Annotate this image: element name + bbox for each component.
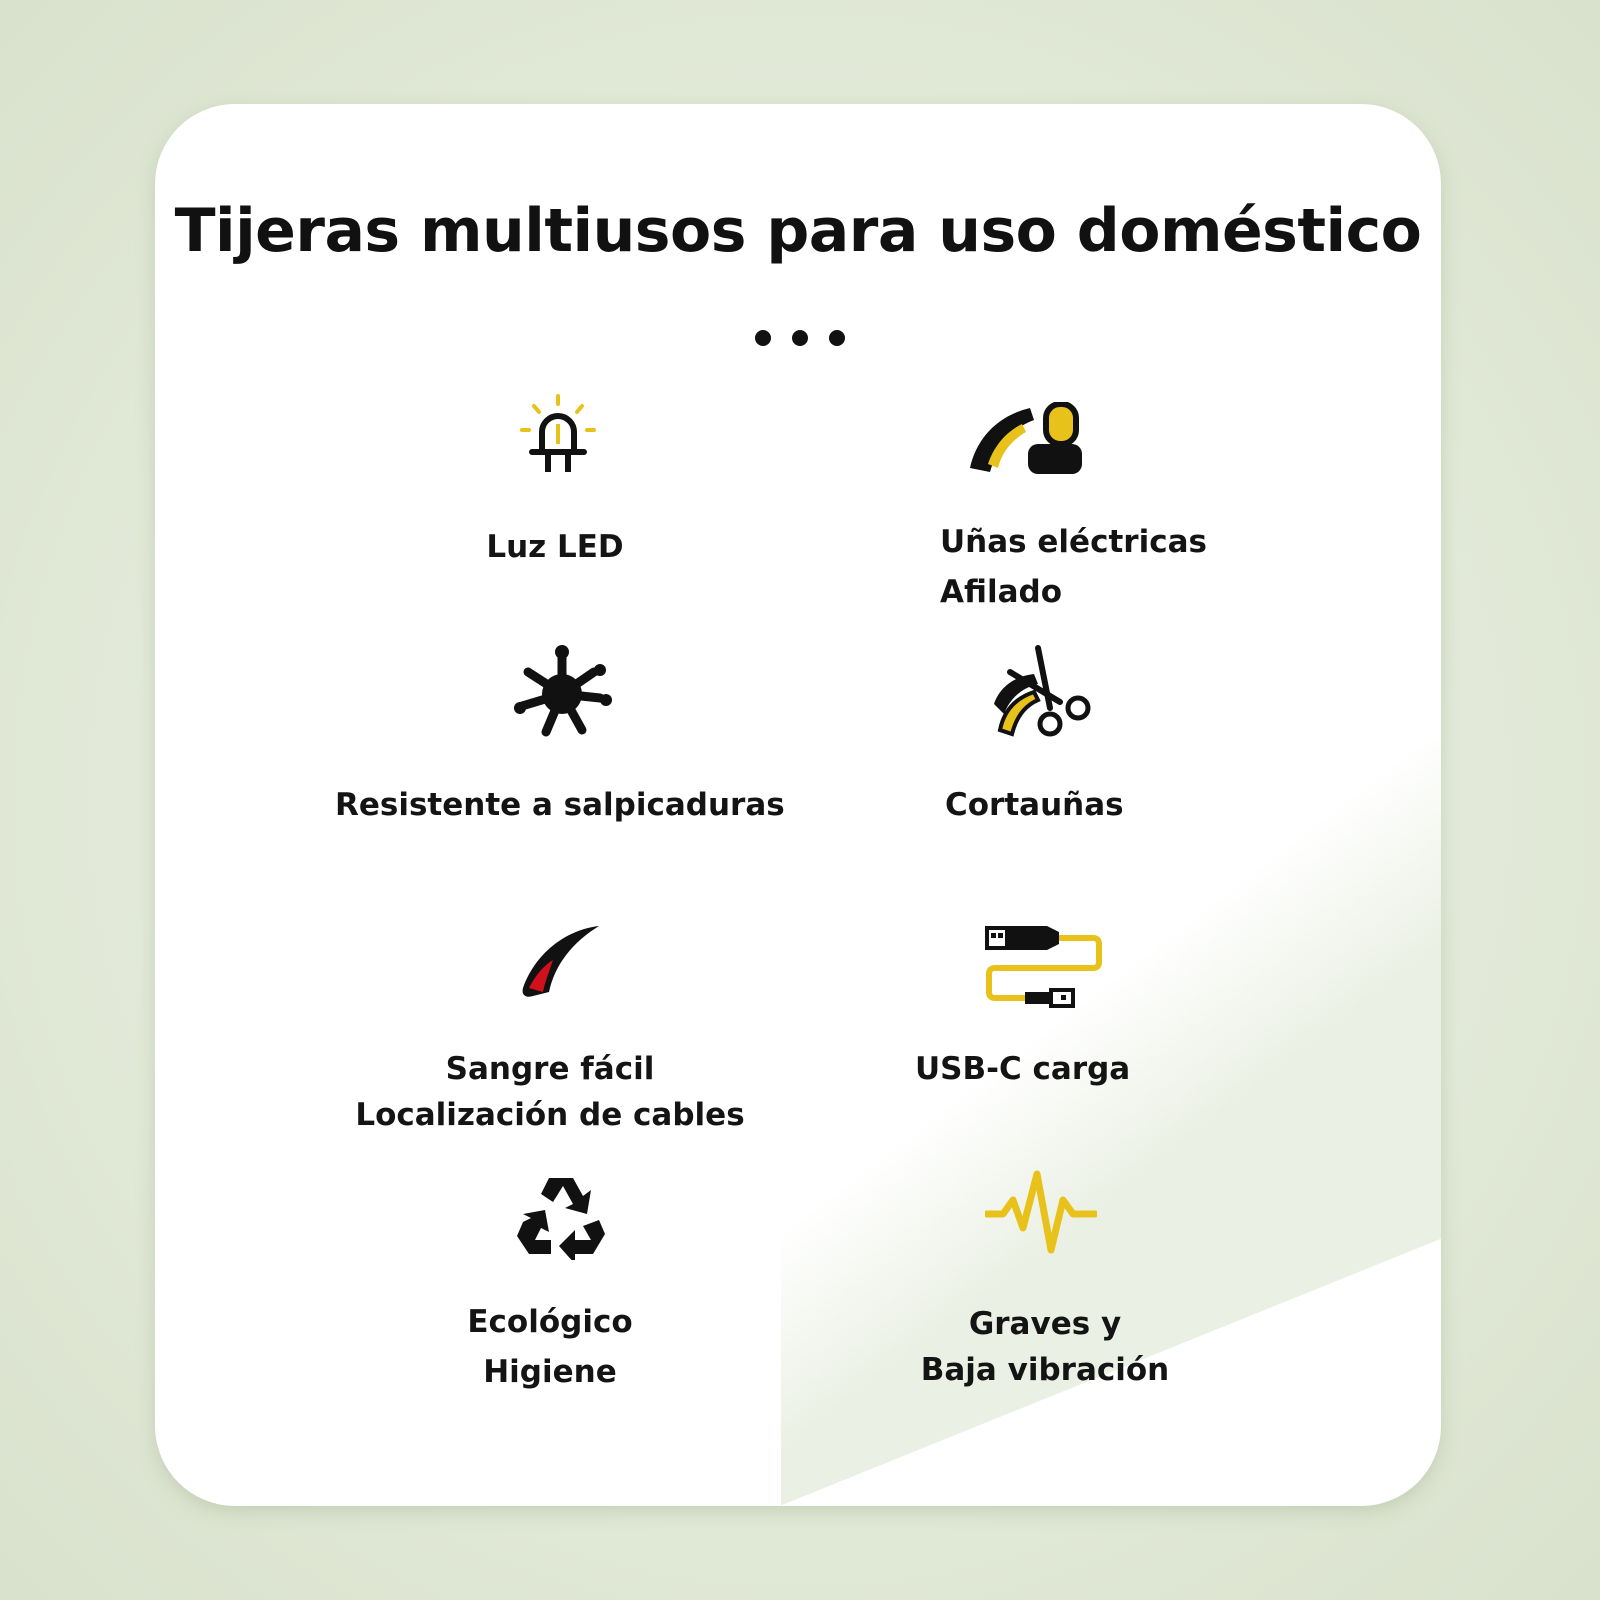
nail-clipper-scissors-icon [994,645,1091,737]
feature-label-led: Luz LED [400,529,710,565]
feature-label-line: Luz LED [486,529,624,565]
feature-label-line: Higiene [483,1354,617,1390]
feature-label-line: Ecológico [467,1304,633,1340]
feature-label-nail-grinder: Uñas eléctricas Afilado [940,524,1207,610]
feature-label-line: Uñas eléctricas [940,524,1207,560]
feature-label-line: USB-C carga [915,1051,1131,1087]
feature-label-recycle: Ecológico Higiene [400,1304,700,1390]
feature-label-splash: Resistente a salpicaduras [335,787,785,823]
usb-cable-icon [985,926,1102,1008]
feature-label-line: Cortauñas [945,787,1124,823]
quick-bleed-icon [522,926,599,997]
led-light-icon [520,394,596,472]
feature-label-bleed: Sangre fácil Localización de cables [350,1051,750,1133]
dot [792,330,808,346]
dot [755,330,771,346]
feature-label-vibration: Graves y Baja vibración [915,1306,1175,1388]
feature-label-line: Graves y [968,1306,1122,1342]
feature-card: Tijeras multiusos para uso doméstico Luz… [155,104,1441,1506]
feature-label-line: Resistente a salpicaduras [335,787,785,823]
recycle-icon [517,1178,605,1260]
feature-label-usb: USB-C carga [915,1051,1130,1087]
dot [829,330,845,346]
dots-divider [755,328,845,348]
vibration-wave-icon [985,1170,1097,1254]
page-title: Tijeras multiusos para uso doméstico [174,196,1422,266]
feature-label-line: Baja vibración [920,1352,1170,1388]
splash-resistant-icon [514,645,612,737]
feature-label-clipper: Cortauñas [945,787,1124,823]
feature-label-line: Afilado [940,574,1063,610]
electric-nail-grinder-icon [970,402,1082,474]
feature-label-line: Sangre fácil [445,1051,655,1087]
feature-label-line: Localización de cables [355,1097,745,1133]
